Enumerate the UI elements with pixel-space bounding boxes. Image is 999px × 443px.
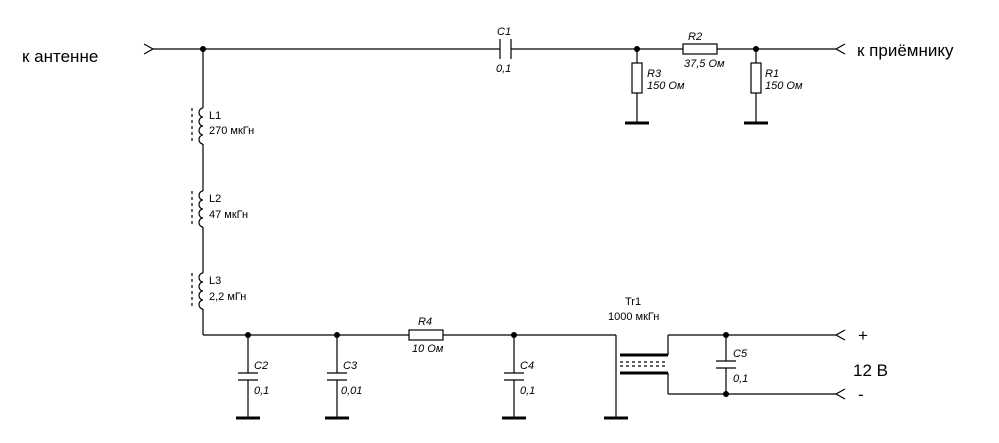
inductor-l2: L2 47 мкГн — [191, 190, 248, 228]
l1-value: 270 мкГн — [209, 125, 254, 137]
c5-ref: C5 — [733, 348, 748, 360]
tr1-value: 1000 мкГн — [608, 311, 659, 323]
resistor-r2: R2 37,5 Ом — [682, 31, 725, 70]
resistor-r4: R4 10 Ом — [408, 316, 444, 355]
supply-voltage-label: 12 В — [853, 361, 888, 380]
r3-value: 150 Ом — [647, 80, 685, 92]
c4-value: 0,1 — [520, 385, 535, 397]
c1-ref: C1 — [497, 26, 511, 38]
r2-ref: R2 — [688, 31, 702, 43]
receiver-label: к приёмнику — [857, 41, 954, 60]
capacitor-c2: C2 0,1 — [236, 335, 269, 420]
c5-value: 0,1 — [733, 373, 748, 385]
l2-value: 47 мкГн — [209, 209, 248, 221]
transformer-tr1: Tr1 1000 мкГн — [608, 296, 669, 394]
capacitor-c5: C5 0,1 — [716, 335, 748, 394]
c1-value: 0,1 — [496, 63, 511, 75]
r1-value: 150 Ом — [765, 80, 803, 92]
inductor-l3: L3 2,2 мГн — [191, 272, 246, 310]
capacitor-c3: C3 0,01 — [325, 335, 362, 420]
c3-value: 0,01 — [341, 385, 362, 397]
antenna-label: к антенне — [22, 47, 98, 66]
resistor-r3: R3 150 Ом — [625, 49, 685, 125]
top-signal-line — [143, 43, 846, 55]
l1-ref: L1 — [209, 110, 221, 122]
l3-value: 2,2 мГн — [209, 291, 246, 303]
c2-ref: C2 — [254, 360, 268, 372]
plus-label: + — [858, 326, 868, 345]
r4-ref: R4 — [418, 316, 432, 328]
r4-value: 10 Ом — [412, 343, 444, 355]
r1-ref: R1 — [765, 68, 779, 80]
bottom-supply-line — [203, 329, 846, 420]
r2-value: 37,5 Ом — [684, 58, 725, 70]
minus-label: - — [858, 385, 864, 404]
c3-ref: C3 — [343, 360, 358, 372]
l2-ref: L2 — [209, 193, 221, 205]
inductor-l1: L1 270 мкГн — [191, 107, 254, 145]
c4-ref: C4 — [520, 360, 534, 372]
tr1-ref: Tr1 — [625, 296, 641, 308]
capacitor-c1: C1 0,1 — [496, 26, 512, 75]
l3-ref: L3 — [209, 275, 221, 287]
r3-ref: R3 — [647, 68, 662, 80]
capacitor-c4: C4 0,1 — [502, 335, 535, 420]
resistor-r1: R1 150 Ом — [744, 49, 803, 125]
c2-value: 0,1 — [254, 385, 269, 397]
